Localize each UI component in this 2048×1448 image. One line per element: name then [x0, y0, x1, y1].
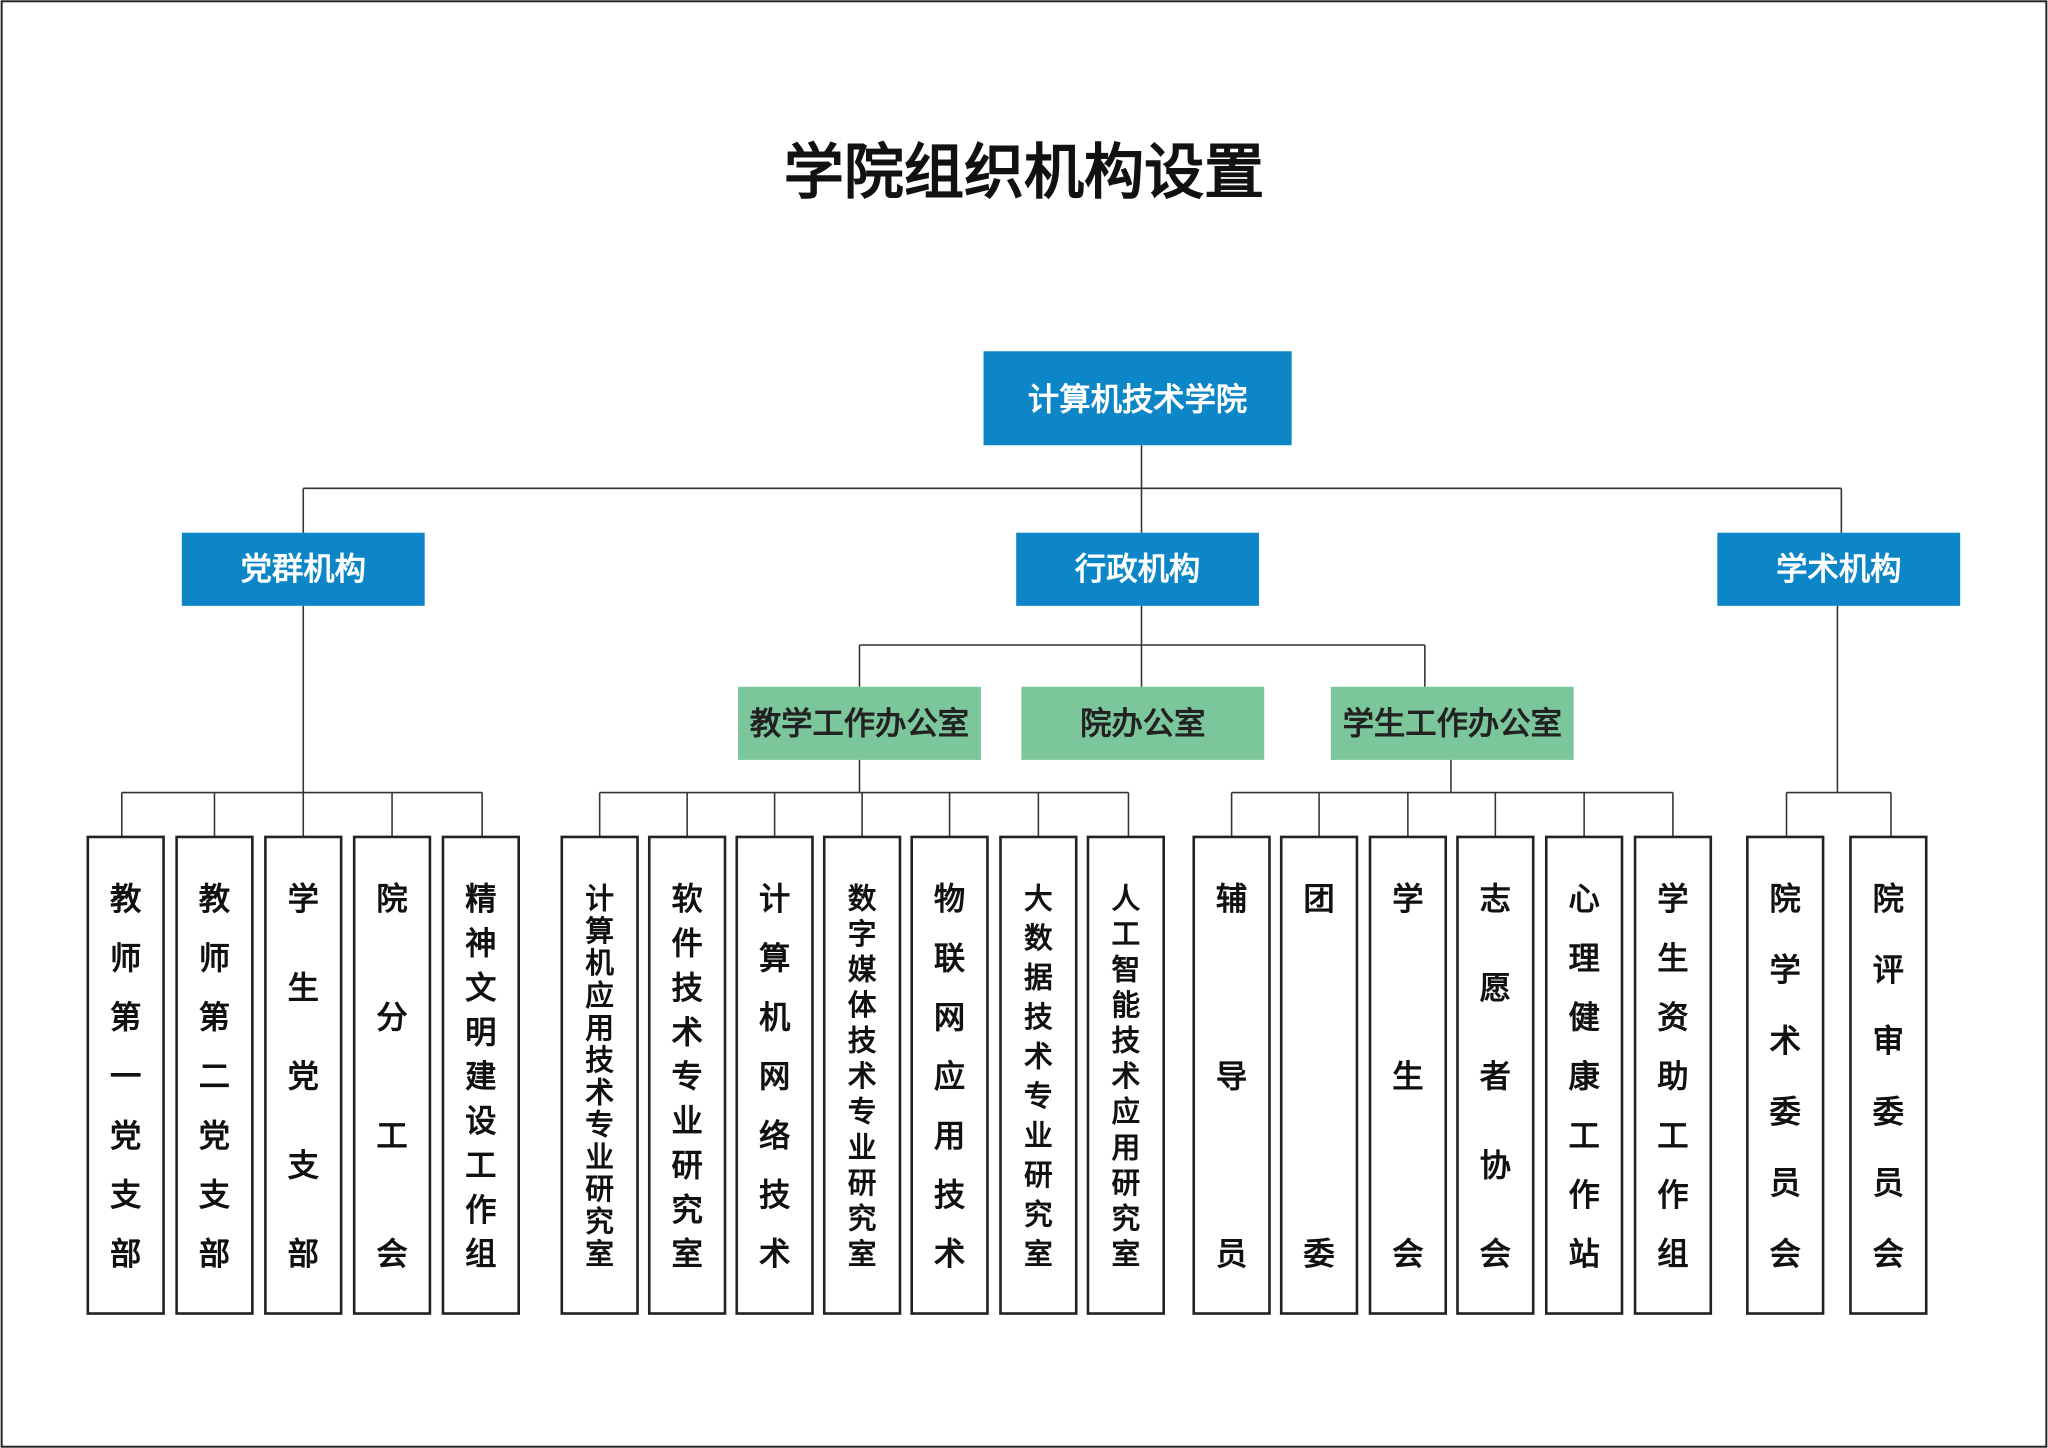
category-label-admin: 行政机构: [1075, 552, 1200, 588]
unit-label: 院学术委员会: [1770, 881, 1802, 1273]
unit-label: 教师第二党支部: [199, 882, 231, 1273]
unit-label: 人工智能技术应用研究室: [1111, 882, 1140, 1271]
unit-box-party-2[interactable]: 教师第二党支部: [175, 835, 254, 1315]
unit-box-teaching-2[interactable]: 软件技术专业研究室: [647, 835, 727, 1315]
connectors: [120, 445, 1892, 837]
academic-connector: [1785, 605, 1892, 837]
office-node-college[interactable]: 院办公室: [1021, 686, 1265, 760]
unit-box-student-3[interactable]: 学生会: [1368, 835, 1448, 1315]
page-title: 学院组织机构设置: [784, 138, 1264, 208]
category-label-academic: 学术机构: [1776, 551, 1901, 588]
unit-box-student-1[interactable]: 辅导员: [1192, 835, 1271, 1315]
unit-label: 精神文明建设工作组: [465, 882, 497, 1273]
unit-box-party-5[interactable]: 精神文明建设工作组: [441, 835, 521, 1315]
unit-label: 计算机网络技术: [759, 882, 791, 1273]
student-connector: [1230, 759, 1674, 837]
unit-label: 计算机应用技术专业研究室: [585, 882, 614, 1271]
unit-label: 数字媒体技术专业研究室: [848, 882, 877, 1271]
unit-box-student-6[interactable]: 学生资助工作组: [1633, 835, 1713, 1315]
unit-label: 学生资助工作组: [1657, 881, 1688, 1273]
category-node-admin[interactable]: 行政机构: [1016, 532, 1260, 606]
unit-label: 学生会: [1392, 881, 1424, 1273]
unit-box-teaching-7[interactable]: 人工智能技术应用研究室: [1086, 835, 1166, 1315]
unit-label: 物联网应用技术: [934, 882, 966, 1273]
unit-box-teaching-6[interactable]: 大数据技术专业研究室: [999, 835, 1078, 1315]
admin-connector: [858, 605, 1426, 687]
unit-label: 教师第一党支部: [110, 882, 142, 1273]
unit-box-academic-1[interactable]: 院学术委员会: [1746, 835, 1825, 1315]
root-label: 计算机技术学院: [1028, 381, 1247, 418]
teaching-connector: [598, 759, 1130, 837]
unit-box-teaching-1[interactable]: 计算机应用技术专业研究室: [560, 835, 639, 1315]
category-label-party: 党群机构: [241, 552, 366, 588]
unit-box-student-5[interactable]: 心理健康工作站: [1544, 835, 1624, 1315]
unit-label: 软件技术专业研究室: [671, 882, 703, 1273]
unit-box-party-4[interactable]: 院分工会: [352, 835, 432, 1315]
office-label-student: 学生工作办公室: [1343, 705, 1562, 742]
party-connector: [120, 605, 483, 837]
unit-label: 志愿者协会: [1480, 882, 1512, 1273]
unit-box-party-3[interactable]: 学生党支部: [264, 835, 343, 1315]
unit-label: 团委: [1303, 882, 1335, 1273]
unit-box-student-4[interactable]: 志愿者协会: [1456, 835, 1535, 1315]
office-node-teaching[interactable]: 教学工作办公室: [738, 686, 981, 760]
office-label-teaching: 教学工作办公室: [750, 705, 969, 742]
root-node[interactable]: 计算机技术学院: [983, 351, 1292, 446]
unit-label: 辅导员: [1216, 882, 1247, 1273]
office-node-student[interactable]: 学生工作办公室: [1330, 686, 1574, 760]
unit-label: 院分工会: [376, 881, 408, 1273]
unit-box-teaching-3[interactable]: 计算机网络技术: [735, 835, 814, 1315]
unit-box-teaching-4[interactable]: 数字媒体技术专业研究室: [822, 835, 902, 1315]
unit-boxes: 教师第一党支部 教师第二党支部 学生党支部 院分工会 精神文明建设工作组 计算机应用技术专…: [86, 835, 1928, 1315]
unit-label: 学生党支部: [288, 881, 320, 1273]
root-connector: [302, 445, 1843, 533]
unit-label: 院评审委员会: [1873, 881, 1905, 1273]
unit-box-academic-2[interactable]: 院评审委员会: [1849, 835, 1928, 1315]
unit-label: 心理健康工作站: [1568, 882, 1600, 1273]
office-label-college: 院办公室: [1080, 705, 1205, 742]
unit-label: 大数据技术专业研究室: [1024, 882, 1053, 1271]
category-node-academic[interactable]: 学术机构: [1717, 532, 1961, 606]
unit-box-teaching-5[interactable]: 物联网应用技术: [910, 835, 989, 1315]
unit-box-party-1[interactable]: 教师第一党支部: [86, 835, 165, 1315]
unit-box-student-2[interactable]: 团委: [1279, 835, 1359, 1315]
category-node-party[interactable]: 党群机构: [181, 532, 425, 606]
